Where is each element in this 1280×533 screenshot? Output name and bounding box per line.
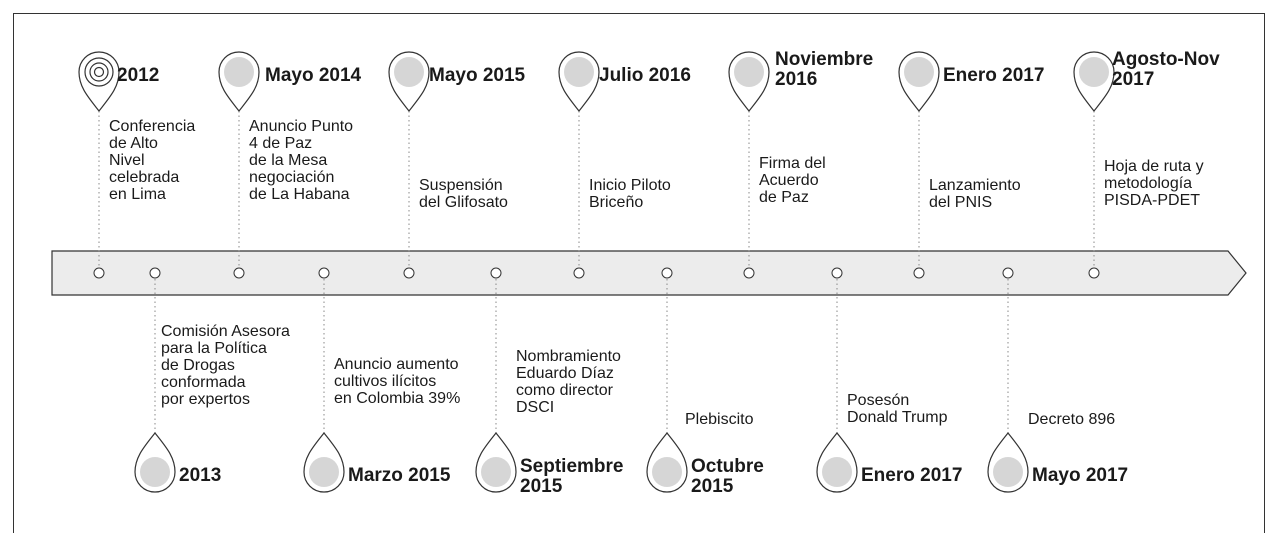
event-description: Suspensión del Glifosato: [419, 177, 508, 211]
timeline-node: [913, 267, 925, 279]
target-ring-icon: [89, 62, 109, 82]
event-date: Mayo 2015: [429, 65, 526, 86]
drop-marker-inner-icon: [652, 457, 682, 487]
event-description: Lanzamiento del PNIS: [929, 177, 1021, 211]
timeline-node: [93, 267, 105, 279]
event-description: Inicio Piloto Briceño: [589, 177, 671, 211]
event-date: Octubre 2015: [691, 456, 764, 497]
event-description: Anuncio aumento cultivos ilícitos en Col…: [334, 356, 461, 407]
event-description: Firma del Acuerdo de Paz: [759, 155, 826, 206]
event-description: Hoja de ruta y metodología PISDA-PDET: [1104, 158, 1204, 209]
event-date: Noviembre 2016: [775, 49, 874, 90]
timeline-arrow-bar: [51, 250, 1247, 296]
event-description: Decreto 896: [1028, 411, 1116, 428]
event-description: Anuncio Punto 4 de Paz de la Mesa negoci…: [249, 118, 354, 203]
target-ring-icon: [93, 66, 105, 78]
timeline-node: [573, 267, 585, 279]
timeline-node: [743, 267, 755, 279]
event-description: Comisión Asesora para la Política de Dro…: [161, 323, 290, 408]
event-date: Mayo 2014: [265, 65, 362, 86]
map-pin-inner-icon: [1079, 57, 1109, 87]
event-date: Julio 2016: [599, 65, 691, 86]
drop-marker-inner-icon: [481, 457, 511, 487]
target-ring-icon: [84, 57, 114, 87]
drop-marker-inner-icon: [140, 457, 170, 487]
map-pin-inner-icon: [734, 57, 764, 87]
event-date: Agosto-Nov 2017: [1112, 49, 1220, 90]
event-description: Posesón Donald Trump: [847, 392, 948, 426]
timeline-node: [233, 267, 245, 279]
map-pin-inner-icon: [904, 57, 934, 87]
event-description: Nombramiento Eduardo Díaz como director …: [516, 348, 621, 416]
timeline-node: [490, 267, 502, 279]
map-pin-inner-icon: [394, 57, 424, 87]
drop-marker-inner-icon: [993, 457, 1023, 487]
event-description: Plebiscito: [685, 411, 754, 428]
event-date: Marzo 2015: [348, 465, 451, 486]
event-date: Enero 2017: [943, 65, 1045, 86]
timeline-node: [831, 267, 843, 279]
event-date: Enero 2017: [861, 465, 963, 486]
event-date: 2012: [117, 65, 160, 86]
drop-marker-inner-icon: [822, 457, 852, 487]
timeline-node: [1088, 267, 1100, 279]
timeline-graphics: [51, 51, 1247, 493]
timeline-node: [1002, 267, 1014, 279]
event-date: 2013: [179, 465, 222, 486]
event-date: Septiembre 2015: [520, 456, 624, 497]
drop-marker-inner-icon: [309, 457, 339, 487]
timeline-node: [318, 267, 330, 279]
map-pin-inner-icon: [224, 57, 254, 87]
timeline-node: [403, 267, 415, 279]
timeline-node: [149, 267, 161, 279]
timeline-node: [661, 267, 673, 279]
figure-frame: [13, 13, 1265, 533]
event-date: Mayo 2017: [1032, 465, 1129, 486]
map-pin-inner-icon: [564, 57, 594, 87]
event-description: Conferencia de Alto Nivel celebrada en L…: [109, 118, 196, 203]
